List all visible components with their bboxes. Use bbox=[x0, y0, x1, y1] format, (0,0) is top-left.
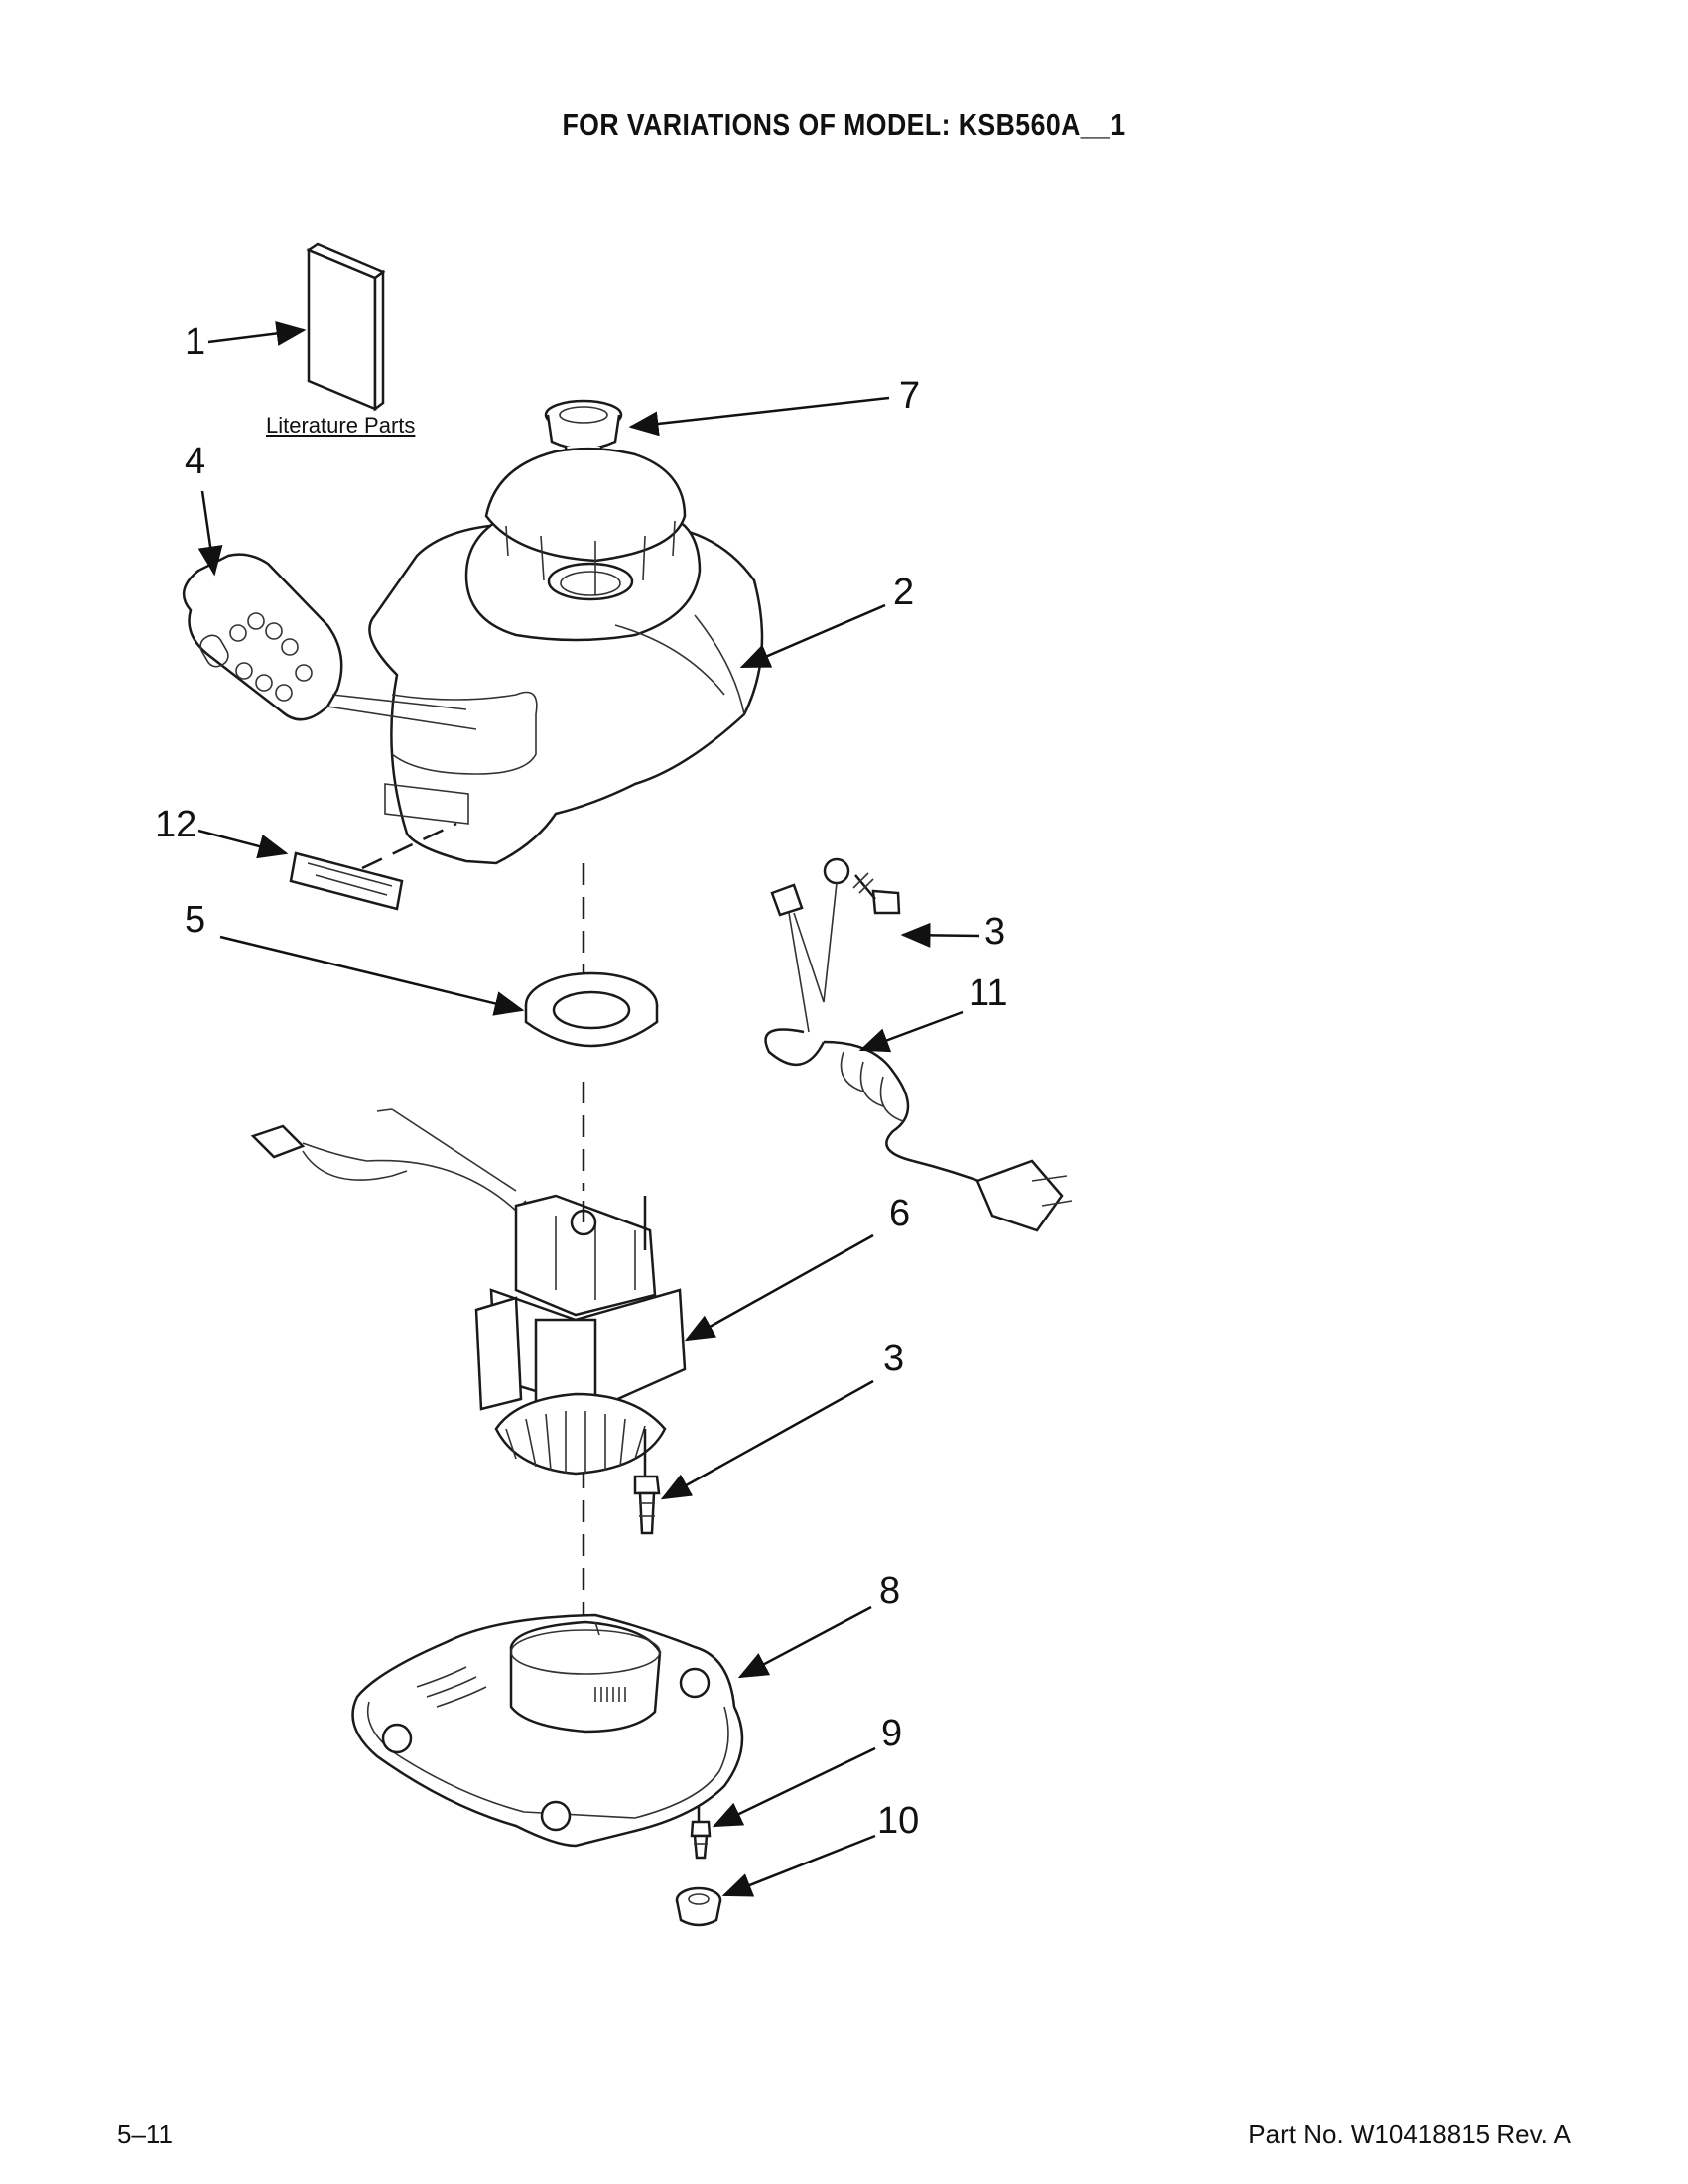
part-3-screw-upper bbox=[852, 872, 901, 915]
part-number: Part No. W10418815 Rev. A bbox=[1248, 2120, 1571, 2149]
callout-3-upper: 3 bbox=[984, 911, 1006, 953]
callout-2: 2 bbox=[893, 572, 915, 613]
callout-leaders bbox=[197, 321, 980, 1897]
callout-6: 6 bbox=[889, 1193, 911, 1234]
callout-4: 4 bbox=[185, 441, 206, 482]
page-number: 5–11 bbox=[117, 2120, 173, 2149]
callout-7: 7 bbox=[899, 375, 921, 417]
part-6-motor bbox=[250, 1108, 687, 1488]
callout-11: 11 bbox=[969, 972, 1008, 1014]
callout-3-lower: 3 bbox=[883, 1338, 905, 1379]
page-title: FOR VARIATIONS OF MODEL: KSB560A__1 bbox=[562, 107, 1126, 142]
part-10-rubber-foot bbox=[675, 1886, 722, 1927]
part-5-gasket-ring bbox=[524, 971, 659, 1048]
part-1-literature-booklet bbox=[306, 242, 386, 412]
part-11-power-cord bbox=[764, 857, 1073, 1232]
callout-1: 1 bbox=[185, 321, 206, 363]
literature-parts-label: Literature Parts bbox=[266, 413, 416, 438]
callout-5: 5 bbox=[185, 899, 206, 941]
part-12-badge bbox=[289, 822, 457, 911]
part-9-foot-screw bbox=[690, 1820, 712, 1860]
part-3-screw-lower bbox=[633, 1475, 661, 1535]
part-2-base-housing bbox=[368, 447, 764, 865]
part-8-base-plate bbox=[351, 1613, 744, 1848]
callout-8: 8 bbox=[879, 1570, 901, 1611]
callout-10: 10 bbox=[877, 1800, 920, 1842]
callout-9: 9 bbox=[881, 1713, 903, 1754]
callout-12: 12 bbox=[155, 804, 197, 845]
